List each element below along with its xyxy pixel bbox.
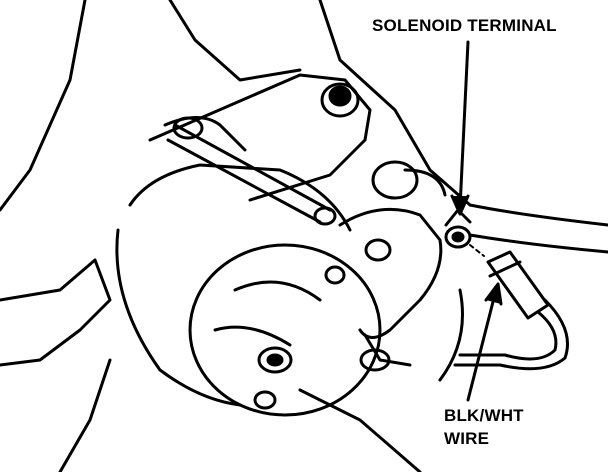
connection-guide-line [469, 244, 485, 257]
motor-barrel [115, 163, 382, 417]
solenoid-body [338, 160, 447, 372]
blk-wht-wire-label: BLK/WHT WIRE [444, 404, 524, 450]
wire-leader [466, 282, 503, 402]
blk-wht-wire [453, 250, 569, 371]
solenoid-terminal-leader [450, 40, 470, 216]
wire-label-line2: WIRE [444, 429, 490, 448]
solenoid-terminal-label: SOLENOID TERMINAL [372, 16, 557, 35]
wire-label-line1: BLK/WHT [444, 406, 524, 425]
starter-housing [148, 73, 372, 202]
solenoid-terminal [444, 208, 472, 249]
through-bolt [166, 116, 337, 226]
